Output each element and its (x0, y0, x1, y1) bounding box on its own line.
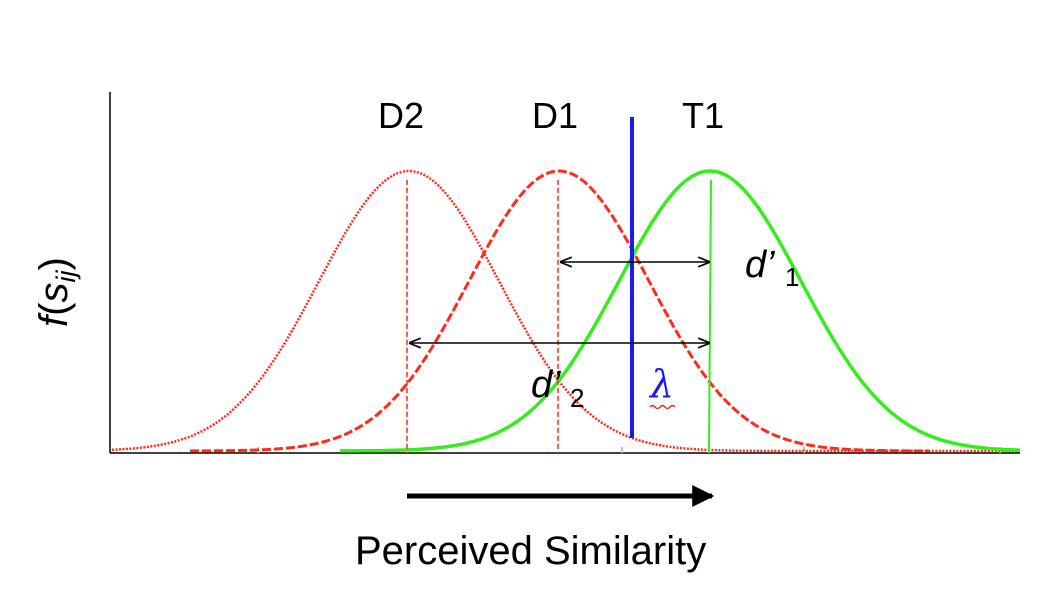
label-dprime2: d’ (531, 364, 561, 406)
label-dprime1: d’ (745, 244, 775, 286)
y-axis-label-subscript: ij (51, 270, 81, 283)
label-dprime2-subscript: 2 (570, 383, 584, 413)
y-axis-label-open-paren: ( (32, 302, 76, 316)
svg-text:f(sij): f(sij) (32, 257, 81, 327)
label-dprime1-subscript: 1 (785, 262, 799, 292)
x-axis-label: Perceived Similarity (355, 529, 706, 573)
label-d1: D1 (532, 95, 578, 136)
target-t1-curve (339, 169, 1021, 453)
lambda-spellcheck-underline (649, 404, 676, 410)
distractor-d1-curve (189, 169, 930, 453)
label-lambda: λ (648, 362, 674, 406)
y-axis-label-s: s (32, 283, 76, 303)
label-d2: D2 (378, 95, 424, 136)
distractor-d2-curve (111, 169, 1020, 453)
y-axis-label: f(sij) (32, 257, 81, 327)
mean-line-t1 (708, 179, 712, 454)
label-t1: T1 (682, 95, 724, 136)
y-axis-label-close-paren: ) (32, 257, 76, 270)
